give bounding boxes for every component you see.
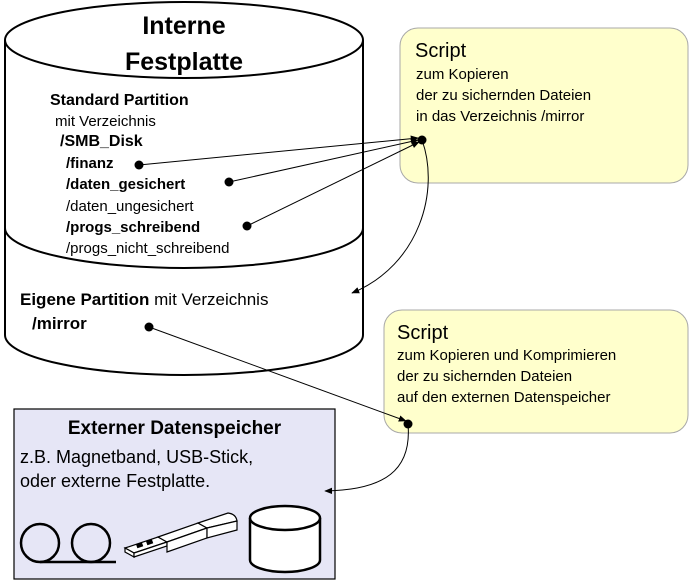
- arrow-daten-gesichert: [228, 138, 419, 183]
- script2-title: Script: [397, 322, 449, 344]
- external-line2: oder externe Festplatte.: [20, 471, 211, 491]
- own-partition-suffix: mit Verzeichnis: [149, 290, 269, 309]
- usb-stick-icon: [123, 512, 238, 559]
- script1-title: Script: [415, 40, 467, 62]
- dot-script2: [403, 419, 413, 429]
- dir-progs-schreibend: /progs_schreibend: [66, 219, 201, 236]
- external-line1: z.B. Magnetband, USB-Stick,: [20, 447, 254, 467]
- dir-smb-disk: /SMB_Disk: [60, 133, 143, 150]
- standard-partition-subtitle: mit Verzeichnis: [55, 113, 156, 130]
- own-partition-label: Eigene Partition: [20, 290, 150, 309]
- arrow-progs-schreibend: [246, 141, 420, 227]
- dir-finanz: /finanz: [66, 155, 114, 172]
- script1-box: [399, 27, 689, 184]
- connectors: [138, 135, 429, 495]
- own-partition-line: Eigene Partition mit Verzeichnis: [20, 291, 268, 308]
- script2-box: [383, 309, 689, 434]
- arrow-script1-to-mirror: [351, 139, 429, 294]
- disk-title-line1: Interne: [142, 12, 226, 40]
- script1-line2: der zu sichernden Dateien: [416, 87, 592, 104]
- dir-mirror: /mirror: [32, 314, 87, 333]
- internal-disk-cylinder: [4, 1, 364, 376]
- script1-line1: zum Kopieren: [416, 66, 509, 83]
- arrow-finanz: [138, 135, 419, 166]
- dot-progs-schreibend: [242, 221, 252, 231]
- script2-line2: der zu sichernden Dateien: [397, 368, 573, 385]
- script2-line1: zum Kopieren und Komprimieren: [397, 347, 617, 364]
- tape-reels-icon: [19, 522, 116, 564]
- partition-divider: [4, 227, 364, 269]
- script1-line3: in das Verzeichnis /mirror: [416, 108, 585, 125]
- external-title: Externer Datenspeicher: [67, 418, 282, 439]
- dir-daten-gesichert: /daten_gesichert: [66, 176, 186, 193]
- script2-line3: auf den externen Datenspeicher: [397, 389, 611, 406]
- disk-title-line2: Festplatte: [124, 48, 244, 76]
- standard-partition-label: Standard Partition: [50, 92, 189, 109]
- arrow-mirror-to-script2: [148, 326, 407, 422]
- dir-daten-ungesichert: /daten_ungesichert: [66, 198, 194, 215]
- arrow-script2-to-external: [324, 423, 409, 495]
- dir-progs-nicht-schreibend: /progs_nicht_schreibend: [66, 240, 230, 257]
- dot-daten-gesichert: [224, 177, 234, 187]
- dot-finanz: [134, 160, 144, 170]
- hard-disk-icon: [248, 504, 322, 574]
- dot-script1: [417, 135, 427, 145]
- dot-mirror: [144, 322, 154, 332]
- connector-dots: [134, 135, 427, 429]
